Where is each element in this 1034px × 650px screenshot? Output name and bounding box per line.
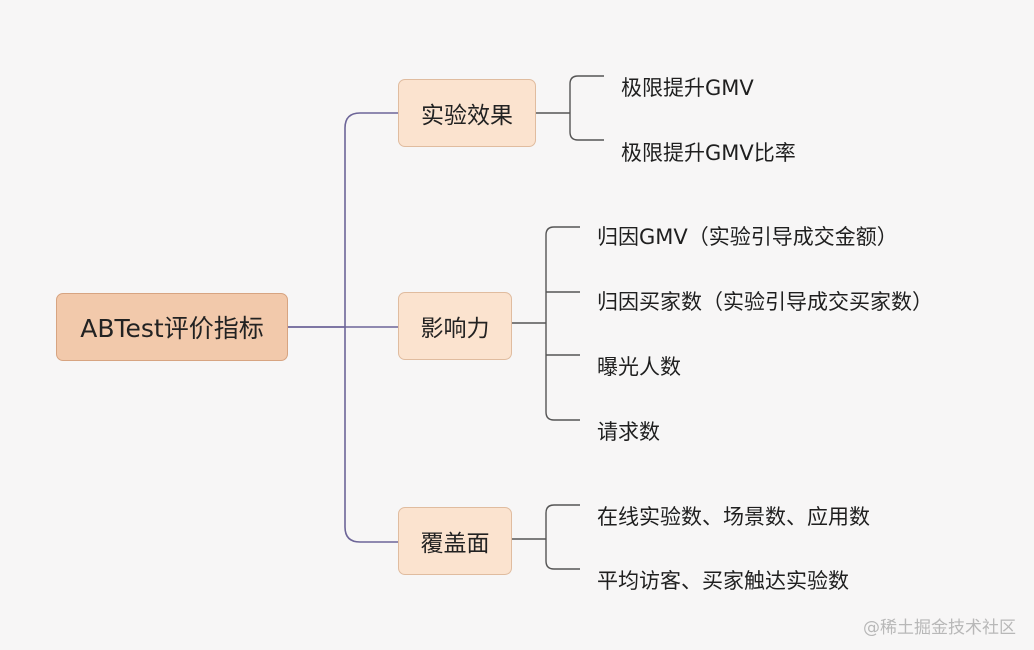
leaf-node[interactable]: 请求数 — [597, 420, 660, 444]
branch-node-experiment-effect[interactable]: 实验效果 — [398, 79, 536, 147]
edge-branch-0-bracket — [536, 75, 604, 141]
edge-branch-2-bracket — [511, 504, 580, 570]
leaf-node[interactable]: 极限提升GMV比率 — [621, 141, 796, 165]
root-node[interactable]: ABTest评价指标 — [56, 293, 288, 361]
branch-node-coverage[interactable]: 覆盖面 — [398, 507, 512, 575]
leaf-node[interactable]: 在线实验数、场景数、应用数 — [597, 505, 870, 529]
leaf-node[interactable]: 归因买家数（实验引导成交买家数） — [597, 290, 933, 314]
edge-root-branch-2 — [344, 327, 398, 543]
leaf-node[interactable]: 平均访客、买家触达实验数 — [597, 569, 849, 593]
leaf-node[interactable]: 归因GMV（实验引导成交金额） — [597, 225, 898, 249]
watermark: @稀土掘金技术社区 — [863, 618, 1016, 638]
branch-node-influence[interactable]: 影响力 — [398, 292, 512, 360]
edge-branch-1-bracket — [511, 226, 580, 421]
leaf-node[interactable]: 曝光人数 — [597, 355, 681, 379]
leaf-node[interactable]: 极限提升GMV — [621, 76, 754, 100]
edge-root-branch-0 — [288, 112, 398, 328]
